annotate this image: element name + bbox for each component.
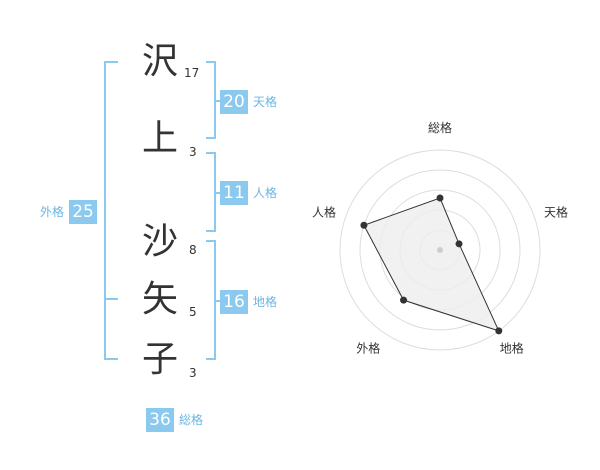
radar-point-1 <box>436 194 444 202</box>
radar-axis-label-2: 天格 <box>544 204 568 219</box>
tenkaku-tick <box>216 100 222 102</box>
jinkaku-badge: 11 人格 <box>220 181 277 205</box>
gaikaku-divider <box>104 298 118 300</box>
radar-point-2 <box>455 240 463 248</box>
chikaku-bracket <box>206 240 216 360</box>
jinkaku-value: 11 <box>220 181 248 205</box>
radar-series-polygon <box>363 197 500 332</box>
gaikaku-value: 25 <box>69 200 98 224</box>
radar-axis-label-5: 人格 <box>312 204 336 219</box>
stroke-count-2: 3 <box>189 145 197 159</box>
tenkaku-bracket <box>206 61 216 139</box>
stroke-count-5: 3 <box>189 366 197 380</box>
radar-center-dot <box>437 247 443 253</box>
chikaku-badge: 16 地格 <box>220 290 277 314</box>
stroke-count-4: 5 <box>189 305 197 319</box>
name-char-3: 沙 <box>141 221 178 262</box>
radar-ring-4 <box>359 169 521 331</box>
soukaku-badge: 36 総格 <box>146 408 203 432</box>
tenkaku-badge: 20 天格 <box>220 90 277 114</box>
stroke-count-3: 8 <box>189 243 197 257</box>
name-char-2: 上 <box>141 118 178 159</box>
radar-ring-5 <box>339 149 541 351</box>
soukaku-value: 36 <box>146 408 174 432</box>
gaikaku-label: 外格 <box>40 205 65 219</box>
tenkaku-value: 20 <box>220 90 248 114</box>
radar-point-5 <box>360 221 368 229</box>
soukaku-label: 総格 <box>179 413 204 427</box>
radar-axis-label-1: 総格 <box>428 120 452 135</box>
chikaku-tick <box>216 300 222 302</box>
gaikaku-badge: 外格 25 <box>40 200 98 224</box>
radar-axis-label-4: 外格 <box>356 341 380 356</box>
radar-point-4 <box>400 296 408 304</box>
radar-axis-label-3: 地格 <box>500 341 524 356</box>
jinkaku-bracket <box>206 152 216 232</box>
chikaku-label: 地格 <box>253 295 278 309</box>
jinkaku-tick <box>216 192 222 194</box>
gaikaku-bracket <box>104 61 118 360</box>
jinkaku-label: 人格 <box>253 186 278 200</box>
stroke-count-1: 17 <box>184 66 200 80</box>
tenkaku-label: 天格 <box>253 95 278 109</box>
name-char-4: 矢 <box>141 279 178 320</box>
radar-point-3 <box>495 327 503 335</box>
name-char-1: 沢 <box>141 41 178 82</box>
chikaku-value: 16 <box>220 290 248 314</box>
name-char-5: 子 <box>141 339 178 380</box>
